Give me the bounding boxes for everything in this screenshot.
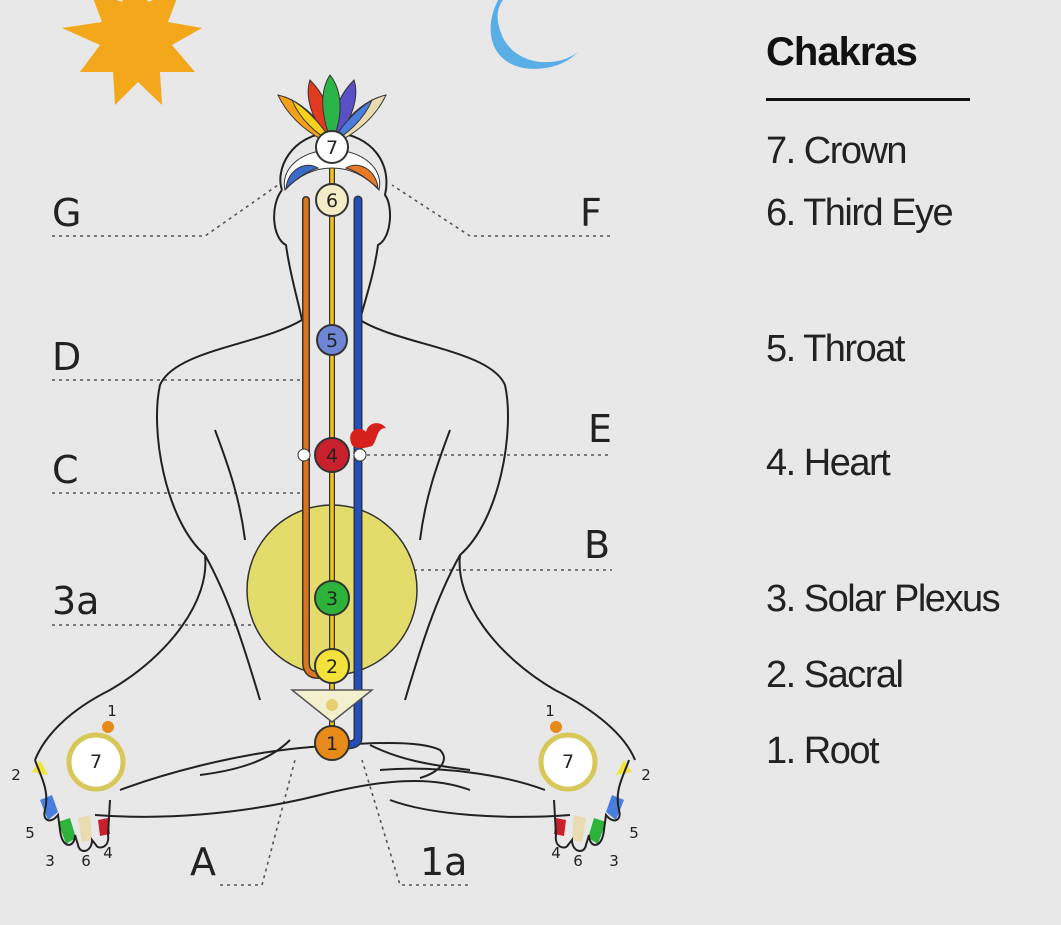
body-outline xyxy=(34,130,636,818)
sun-icon xyxy=(62,0,202,105)
right-hand-label-3: 3 xyxy=(609,852,619,870)
right-hand-label-1: 1 xyxy=(545,702,555,720)
chakra-number-2: 2 xyxy=(326,656,338,678)
left-hand-label-2: 2 xyxy=(11,766,21,784)
ida-node xyxy=(297,448,311,462)
chakra-number-3: 3 xyxy=(326,588,338,610)
flame-icon xyxy=(350,423,386,449)
marker-d: D xyxy=(52,335,81,379)
chakra-number-7: 7 xyxy=(326,137,338,159)
legend-title: Chakras xyxy=(766,30,918,74)
legend-item-crown: 7. Crown xyxy=(766,130,908,172)
right-hand-label-4: 4 xyxy=(551,844,561,862)
chakra-number-1: 1 xyxy=(326,733,338,755)
right-hand-label-2: 2 xyxy=(641,766,651,784)
right-hand-label-5: 5 xyxy=(629,824,639,842)
marker-1a: 1a xyxy=(420,840,467,884)
chakra-circle-5 xyxy=(316,324,348,356)
right-hand-label-6: 6 xyxy=(573,852,583,870)
legend-item-throat: 5. Throat xyxy=(766,328,905,370)
right-hand-dot xyxy=(550,721,562,733)
left-hand-chakra-number: 7 xyxy=(90,751,102,773)
triangle-dot xyxy=(326,699,338,711)
left-hand-label-3: 3 xyxy=(45,852,55,870)
legend-item-sacral: 2. Sacral xyxy=(766,654,904,696)
lotus-crown xyxy=(277,74,387,192)
left-hand-label-5: 5 xyxy=(25,824,35,842)
left-hand-dot xyxy=(102,721,114,733)
left-hand-label-1: 1 xyxy=(107,702,117,720)
right-hand-chakra-ring xyxy=(538,732,598,792)
marker-e: E xyxy=(588,407,612,451)
left-hand: 7 1 2 5 3 6 4 xyxy=(11,702,126,870)
legend-divider xyxy=(766,98,970,101)
chakra-circle-2 xyxy=(314,648,350,684)
marker-b: B xyxy=(584,523,610,567)
left-hand-label-4: 4 xyxy=(103,844,113,862)
legend-item-root: 1. Root xyxy=(766,730,880,772)
marker-c: C xyxy=(52,448,79,492)
chakra-circle-7 xyxy=(315,130,349,164)
chakra-circle-1 xyxy=(314,725,350,761)
legend-item-heart: 4. Heart xyxy=(766,442,891,484)
chakra-number-4: 4 xyxy=(326,445,338,467)
chakra-number-6: 6 xyxy=(326,190,338,212)
pingala-node xyxy=(353,448,367,462)
chakra-circle-6 xyxy=(315,183,349,217)
legend-item-solar-plexus: 3. Solar Plexus xyxy=(766,578,1001,620)
moon-icon xyxy=(490,0,578,69)
marker-f: F xyxy=(580,191,602,235)
left-hand-label-6: 6 xyxy=(81,852,91,870)
left-hand-chakra-ring xyxy=(66,732,126,792)
chakra-circle-3 xyxy=(314,580,350,616)
marker-a: A xyxy=(190,840,216,884)
marker-labels: G F D E C B 3a A 1a xyxy=(52,191,612,884)
chakra-number-5: 5 xyxy=(326,330,338,352)
guide-lines xyxy=(52,184,612,886)
chakra-circle-4 xyxy=(314,437,350,473)
chakra-points: 7 6 5 4 3 2 1 xyxy=(314,130,350,761)
marker-g: G xyxy=(52,191,81,235)
right-hand-chakra-number: 7 xyxy=(562,751,574,773)
chakra-legend: Chakras 7. Crown 6. Third Eye 5. Throat … xyxy=(766,0,1056,925)
right-hand: 7 1 2 5 3 6 4 xyxy=(538,702,651,870)
legend-item-third-eye: 6. Third Eye xyxy=(766,192,954,234)
marker-3a: 3a xyxy=(52,579,99,623)
